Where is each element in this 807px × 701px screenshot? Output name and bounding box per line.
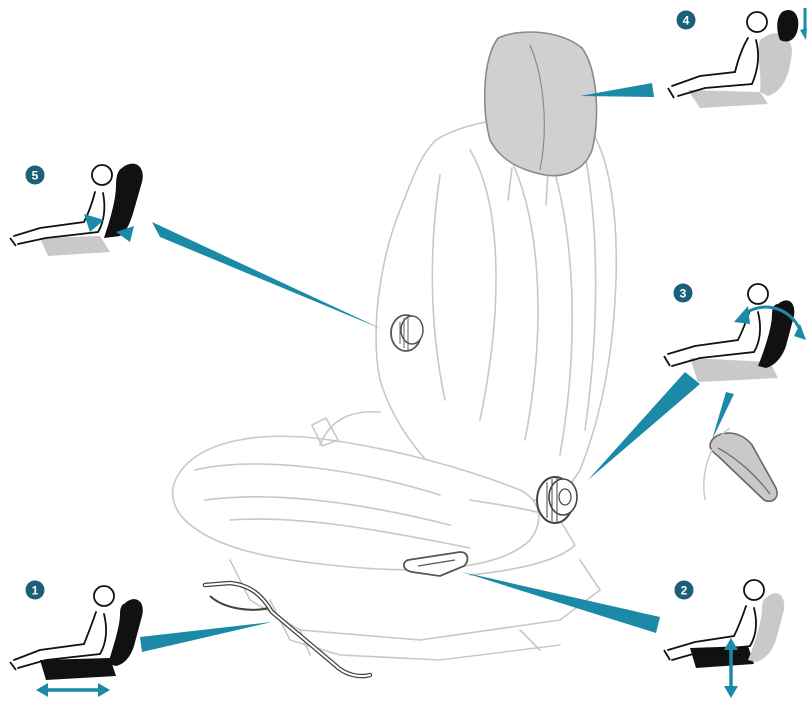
recline-knob — [537, 477, 577, 523]
headrest — [485, 32, 597, 176]
recline-handle-detail — [704, 428, 777, 501]
badge-3: 3 — [674, 284, 693, 303]
pointer-1 — [140, 622, 272, 652]
backrest — [376, 117, 616, 500]
car-seat — [173, 117, 617, 660]
callout-1-figure — [10, 586, 143, 697]
badge-4-number: 4 — [683, 14, 690, 28]
badge-2-number: 2 — [681, 584, 688, 598]
badge-3-number: 3 — [680, 287, 687, 301]
badge-5: 5 — [26, 166, 45, 185]
badge-1-number: 1 — [32, 584, 39, 598]
pointer-2 — [462, 572, 660, 633]
badge-5-number: 5 — [32, 169, 39, 183]
badge-2: 2 — [675, 581, 694, 600]
badge-1: 1 — [26, 581, 45, 600]
pointer-5 — [152, 222, 384, 330]
badge-4: 4 — [677, 11, 696, 30]
